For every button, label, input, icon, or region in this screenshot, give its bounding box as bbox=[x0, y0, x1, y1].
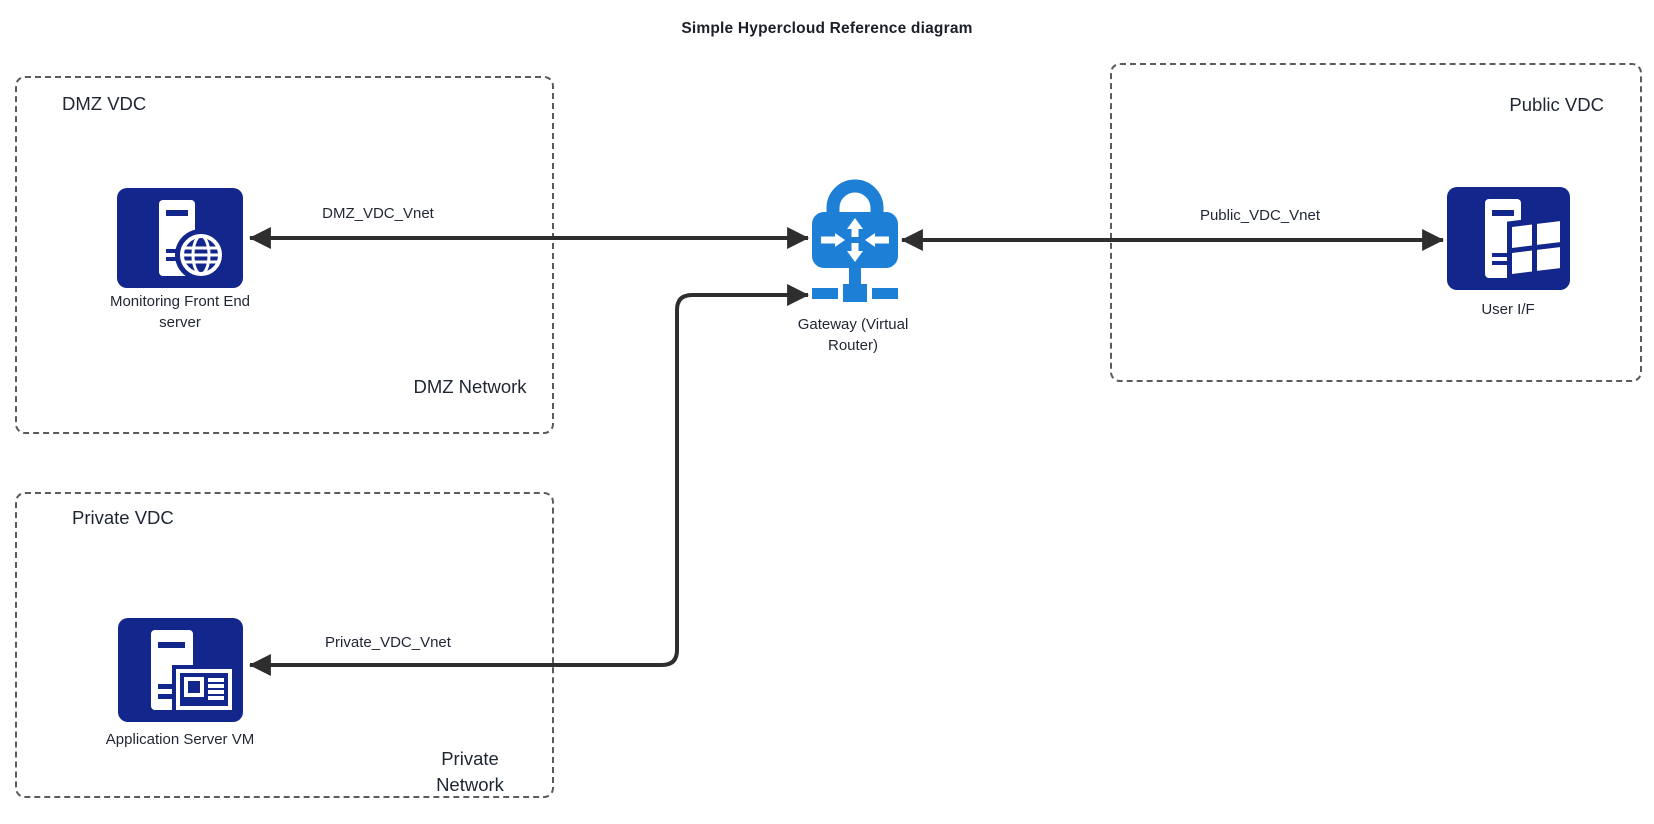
zone-public-vdc bbox=[1110, 63, 1642, 382]
server-vm-icon bbox=[118, 618, 243, 722]
diagram-title: Simple Hypercloud Reference diagram bbox=[681, 20, 973, 37]
user-if-label: User I/F bbox=[1481, 301, 1535, 318]
private-network-label: Private Network bbox=[436, 748, 504, 795]
gateway-label: Gateway (Virtual Router) bbox=[797, 316, 909, 354]
monitoring-server-label: Monitoring Front End server bbox=[109, 293, 251, 331]
zone-public-vdc-label: Public VDC bbox=[1509, 94, 1604, 115]
connector-private-vnet bbox=[248, 284, 810, 676]
private-vnet-label: Private_VDC_Vnet bbox=[325, 634, 451, 651]
server-windows-icon bbox=[1447, 187, 1570, 290]
zone-dmz-vdc-label: DMZ VDC bbox=[62, 93, 147, 114]
dmz-vnet-label: DMZ_VDC_Vnet bbox=[322, 205, 434, 222]
application-server-label: Application Server VM bbox=[105, 731, 255, 748]
server-globe-icon bbox=[117, 188, 243, 288]
vpn-gateway-lock-icon bbox=[812, 179, 898, 302]
public-vnet-label: Public_VDC_Vnet bbox=[1199, 207, 1321, 224]
zone-private-vdc-label: Private VDC bbox=[72, 507, 174, 528]
